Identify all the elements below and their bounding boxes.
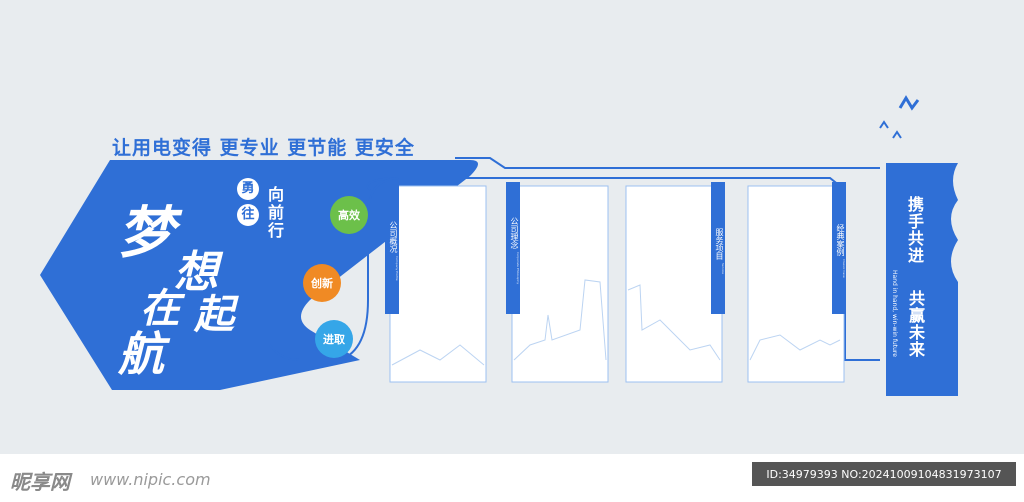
connector-line-left [269, 177, 399, 361]
panel-3 [625, 185, 723, 383]
hero-char-5: 航 [118, 327, 164, 381]
panel-tab-4: 经典案例 Classic Case [832, 182, 846, 314]
bird-icon [898, 95, 920, 111]
skyline-3 [627, 284, 721, 361]
panel-tab-subtitle: Company Profile [395, 256, 399, 281]
panel-tab-subtitle: Classic Case [842, 259, 846, 278]
small-badge-2: 往 [237, 204, 259, 226]
watermark-logo: 昵享网 [10, 470, 70, 494]
hero-char-4: 起 [194, 291, 234, 338]
bird-icon [879, 120, 889, 129]
watermark-site: www.nipic.com [90, 470, 211, 489]
panel-tab-title: 公司概况 [389, 221, 398, 254]
panel-tab-subtitle: Service [721, 262, 725, 275]
hero-vertical-text: 向前行 [265, 186, 284, 240]
bird-icon [892, 130, 902, 139]
hero-char-3: 在 [140, 285, 180, 332]
hero-char-1: 梦 [118, 200, 174, 266]
panel-tab-subtitle: Corporate Philosophy [516, 252, 520, 285]
skyline-2 [513, 279, 607, 361]
panel-1 [389, 185, 487, 383]
badge-efficient: 高效 [330, 196, 368, 234]
skyline-1 [391, 344, 485, 366]
panel-tab-2: 公司理念 Corporate Philosophy [506, 182, 520, 314]
slogan: 让用电变得 更专业 更节能 更安全 [112, 137, 415, 159]
panel-tab-3: 服务项目 Service [711, 182, 725, 314]
badge-innovation: 创新 [303, 264, 341, 302]
panel-tab-title: 经典案例 [836, 224, 845, 257]
badge-enterprising: 进取 [315, 320, 353, 358]
panel-4 [747, 185, 845, 383]
hero-char-2: 想 [174, 247, 218, 298]
banner-line-2: 共赢未来 [906, 290, 925, 358]
small-badge-1: 勇 [237, 178, 259, 200]
image-id-box: ID:34979393 NO:20241009104831973107 [752, 462, 1016, 486]
panel-tab-1: 公司概况 Company Profile [385, 182, 399, 314]
skyline-4 [749, 334, 841, 361]
banner-english: Hand in hand, win-win future [891, 270, 898, 357]
banner-line-1: 携手共进 [905, 196, 924, 264]
connector-line-top [455, 157, 880, 169]
panel-tab-title: 公司理念 [510, 217, 519, 250]
right-banner-shape [886, 163, 958, 396]
panel-tab-title: 服务项目 [715, 227, 724, 260]
panel-2 [511, 185, 609, 383]
